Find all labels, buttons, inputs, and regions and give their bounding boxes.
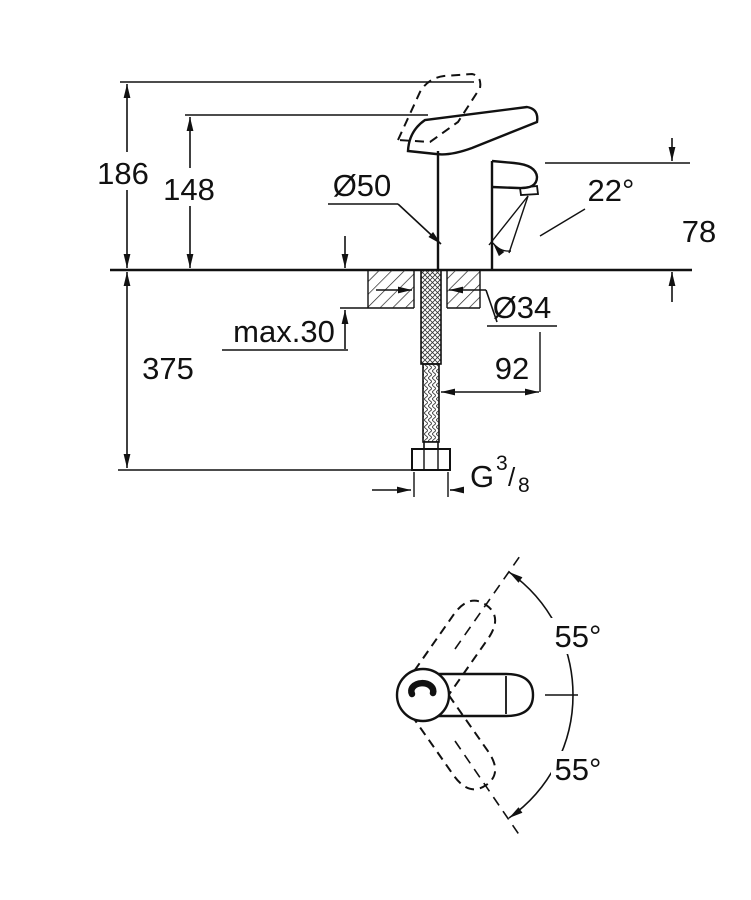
label-dia34: Ø34 [493,290,552,325]
label-dia50: Ø50 [333,168,392,203]
label-thread-den: 8 [518,474,530,497]
lever-top-dashed-up [404,599,497,708]
label-55-up: 55° [555,619,602,654]
side-view: 186 148 Ø50 22° 78 m [92,72,716,497]
dim-overall-height: 186 [92,84,154,268]
faucet-outline [396,72,540,269]
counter-hatch-right [447,270,480,308]
lever-slot-mark [408,679,437,698]
swing-limit-line-up [454,555,521,650]
label-thread-g: G [470,459,494,494]
hose-collar [423,441,439,450]
threaded-shank [420,269,442,365]
top-view: 55° 55° [395,555,607,837]
plumbing [411,269,451,471]
dim-body-height: 148 [158,117,220,268]
dim-hose-length: 375 [123,272,194,468]
label-22deg: 22° [588,173,635,208]
spout [491,159,539,190]
lever-top-dashed-down [404,682,497,791]
label-max30: max.30 [233,314,335,349]
label-92: 92 [495,351,529,386]
body-top-circle [395,667,451,723]
lever-top-solid [423,672,535,718]
dim-thread: G 3 / 8 [372,452,530,497]
aerator [518,185,540,196]
flex-hose [422,363,440,443]
label-186: 186 [97,156,149,191]
dim-hole-diameter: Ø34 [376,286,557,327]
label-55-down: 55° [555,752,602,787]
hose-nut [411,448,451,471]
dim-spout-reach: 92 [441,351,539,396]
swing-limit-line-down [454,740,521,837]
label-thread-num: 3 [496,452,508,475]
dim-spout-height: 78 [668,138,716,302]
dim-mount-thickness: max.30 [222,236,349,351]
dim-stream-angle: 22° [488,173,635,257]
label-thread-slash: / [508,462,516,492]
dim-base-diameter: Ø50 [328,168,442,245]
counter-hatch-left [368,270,414,308]
lever-handle [406,105,539,156]
label-148: 148 [163,172,215,207]
label-375: 375 [142,351,194,386]
label-78: 78 [682,214,716,249]
lever-raised-dashed [396,72,482,144]
